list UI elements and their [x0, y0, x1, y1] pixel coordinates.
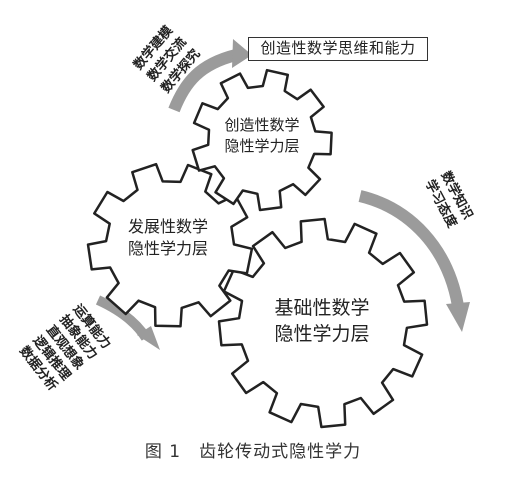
- figure-caption: 图 1 齿轮传动式隐性学力: [0, 437, 506, 462]
- right-labels: 数学知识 学习态度: [422, 169, 476, 232]
- bottom-arrow-head: [137, 326, 160, 350]
- large-gear: [217, 217, 429, 429]
- large-gear-label-line2: 隐性学力层: [274, 323, 369, 345]
- middle-gear: [86, 162, 254, 328]
- outcome-box: 创造性数学思维和能力: [248, 37, 428, 61]
- middle-gear-label-line1: 发展性数学: [128, 217, 208, 236]
- top-gear-label-line2: 隐性学力层: [224, 137, 299, 155]
- top-gear: [191, 68, 333, 212]
- bottom-left-labels: 运算能力 抽象能力 直观想象 逻辑推理 数据分析: [16, 301, 114, 394]
- top-gear-label-line1: 创造性数学: [224, 116, 299, 134]
- figure-title: 齿轮传动式隐性学力: [199, 442, 362, 462]
- large-gear-label-line1: 基础性数学: [274, 297, 369, 319]
- middle-gear-label-line2: 隐性学力层: [128, 239, 208, 258]
- top-curved-arrow: [168, 49, 238, 113]
- figure-number: 图 1: [144, 442, 182, 462]
- right-arrow-head: [446, 302, 470, 332]
- top-arrow-head: [232, 39, 252, 68]
- right-curved-arrow: [358, 190, 464, 308]
